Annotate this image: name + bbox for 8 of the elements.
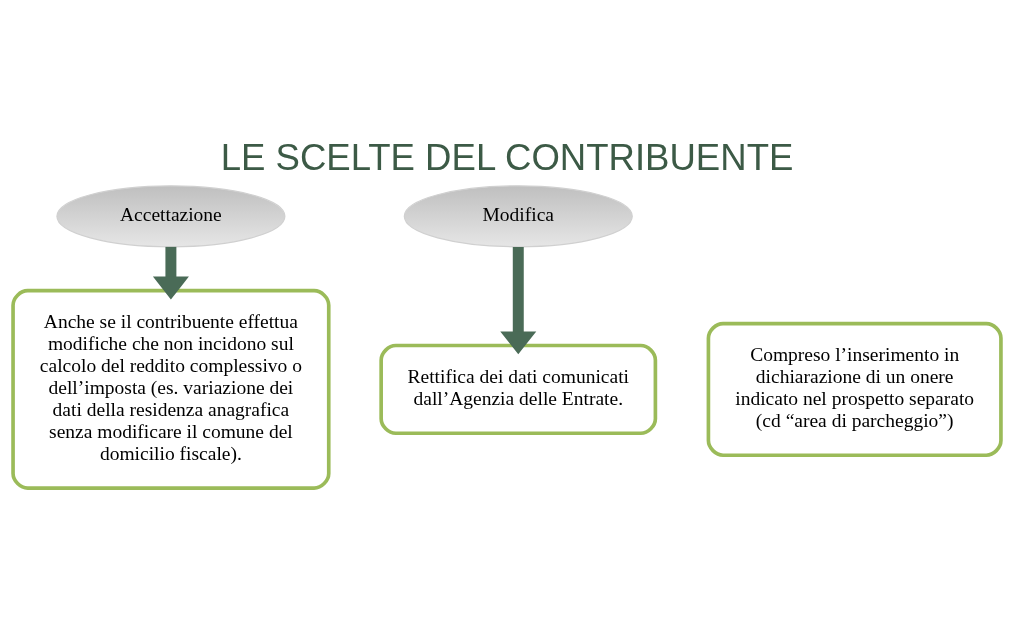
node-box: Rettifica dei dati comunicati dall’Agenzia delle Entrate. <box>379 343 658 435</box>
node-box: Anche se il contribuente effettua modifiche che non incidono sul calcolo del reddito complessivo o dell’imposta (es. variazione dei dati della residenza anagrafica senza modificare il comune del domicilio fiscale). <box>11 288 331 490</box>
node-ellipse: Modifica <box>403 184 633 247</box>
arrow <box>152 246 189 299</box>
diagram-title: LE SCELTE DEL CONTRIBUENTE <box>220 136 794 178</box>
arrow <box>500 246 537 354</box>
node-ellipse: Accettazione <box>56 184 286 247</box>
node-box: Compreso l’inserimento in dichiarazione di un onere indicato nel prospetto separato (cd “area di parcheggio”) <box>706 321 1003 457</box>
